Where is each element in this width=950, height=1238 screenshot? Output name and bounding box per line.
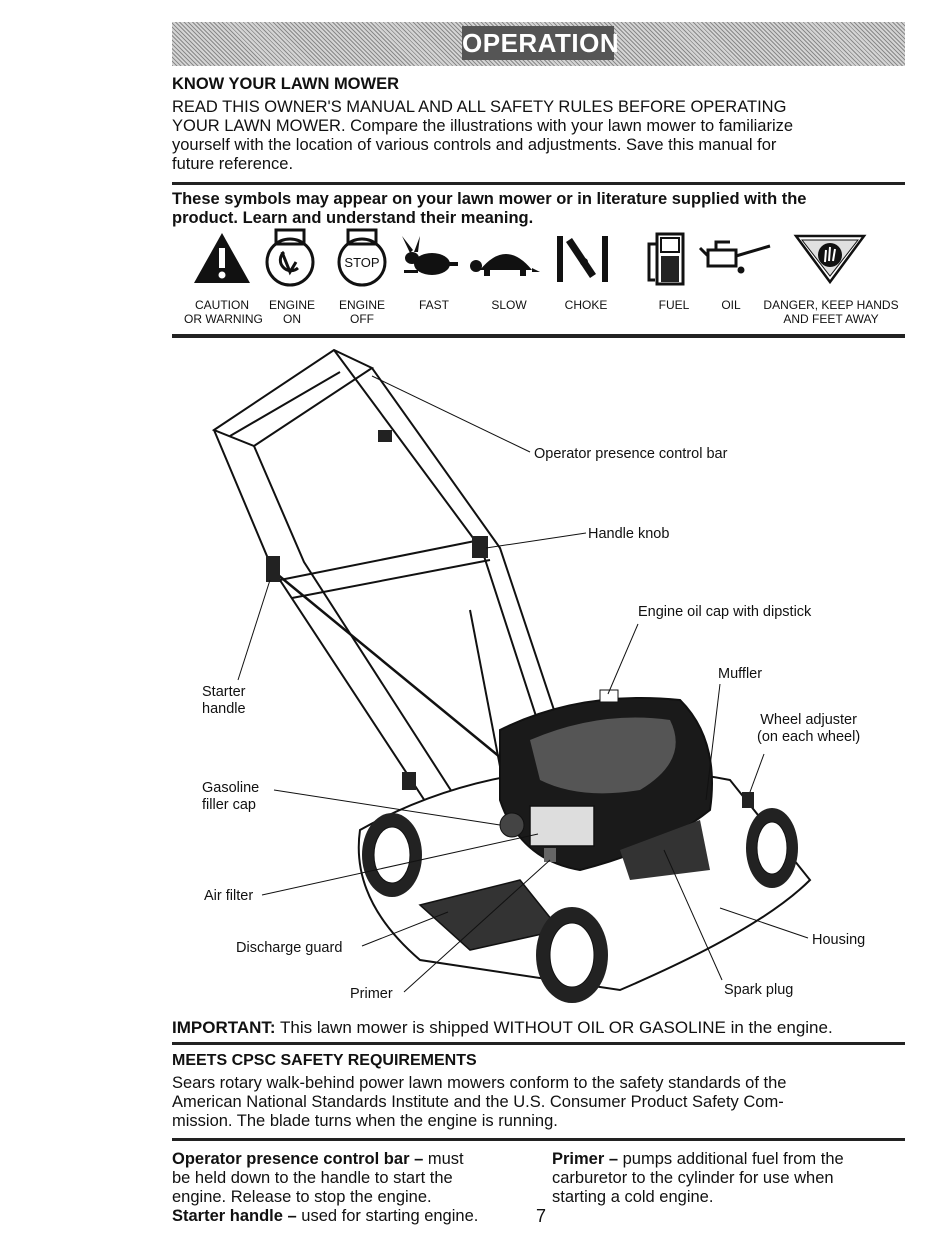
- starter-handle-icon: [266, 556, 280, 582]
- symbol-label-line: ENGINE: [268, 298, 315, 312]
- callout-gas-cap: Gasoline filler cap: [202, 780, 259, 814]
- definition-text: starting a cold engine.: [552, 1188, 714, 1206]
- callout-air-filter: Air filter: [204, 888, 254, 904]
- definition-text: be held down to the handle to start the: [172, 1169, 453, 1187]
- cpsc-heading: MEETS CPSC SAFETY REQUIREMENTS: [172, 1052, 477, 1069]
- symbol-label-line: DANGER, KEEP HANDS: [763, 298, 899, 312]
- symbol-label-fast: FAST: [418, 298, 449, 312]
- cpsc-line: American National Standards Institute an…: [172, 1093, 784, 1111]
- callout-line: Wheel adjuster: [760, 712, 857, 728]
- callout-line: (on each wheel): [757, 729, 861, 745]
- fuel-pump-icon: [647, 232, 685, 286]
- symbol-label-caution: CAUTION OR WARNING: [184, 298, 263, 326]
- starter-term: Starter handle –: [172, 1207, 297, 1225]
- divider: [172, 1042, 905, 1045]
- callout-muffler: Muffler: [718, 666, 763, 682]
- symbol-label-engine-off: ENGINE OFF: [332, 298, 392, 326]
- wheel-adjuster-icon: [402, 772, 416, 790]
- symbol-label-line: AND FEET AWAY: [783, 312, 879, 326]
- callout-line: Starter: [202, 684, 246, 700]
- definition-text: used for starting engine.: [296, 1207, 479, 1225]
- oil-cap-icon: [599, 689, 619, 703]
- symbols-note-line: product. Learn and understand their mean…: [172, 209, 534, 227]
- engine-on-icon: [265, 228, 315, 287]
- definition-text: must: [423, 1150, 464, 1168]
- symbol-label-line: ON: [283, 312, 301, 326]
- page-number: 7: [536, 1206, 547, 1226]
- know-line: READ THIS OWNER'S MANUAL AND ALL SAFETY …: [172, 98, 787, 116]
- callout-discharge-guard: Discharge guard: [236, 940, 343, 956]
- wheel-adjuster-icon: [742, 792, 754, 808]
- important-label: IMPORTANT:: [172, 1018, 276, 1037]
- divider: [172, 334, 905, 338]
- hand-danger-icon: [793, 234, 867, 285]
- know-line: yourself with the location of various co…: [172, 136, 777, 154]
- definition-text: pumps additional fuel from the: [618, 1150, 844, 1168]
- symbol-label-fuel: FUEL: [658, 298, 690, 312]
- wheel-icon: [746, 808, 798, 888]
- know-paragraph: READ THIS OWNER'S MANUAL AND ALL SAFETY …: [172, 98, 907, 174]
- symbol-label-choke: CHOKE: [564, 298, 608, 312]
- air-filter-icon: [529, 805, 595, 847]
- symbol-label-danger: DANGER, KEEP HANDS AND FEET AWAY: [756, 298, 906, 326]
- slow-turtle-icon: [470, 254, 540, 276]
- callout-starter-handle: Starter handle: [202, 684, 246, 718]
- gas-cap-icon: [499, 812, 525, 838]
- know-line: future reference.: [172, 155, 294, 173]
- definition-text: engine. Release to stop the engine.: [172, 1188, 432, 1206]
- handle-knob-icon: [472, 536, 488, 558]
- callout-line: filler cap: [202, 797, 256, 813]
- operation-banner: OPERATION: [172, 22, 905, 66]
- oil-can-icon: [698, 240, 771, 274]
- callout-spark-plug: Spark plug: [724, 982, 794, 998]
- symbol-label-slow: SLOW: [491, 298, 527, 312]
- important-text: This lawn mower is shipped WITHOUT OIL O…: [275, 1018, 833, 1037]
- know-line: YOUR LAWN MOWER. Compare the illustratio…: [172, 117, 794, 135]
- symbol-label-line: ENGINE: [338, 298, 385, 312]
- symbol-label-line: OFF: [350, 312, 374, 326]
- definitions-right: Primer – pumps additional fuel from the …: [552, 1150, 907, 1207]
- callout-operator-bar: Operator presence control bar: [534, 446, 728, 462]
- know-heading: KNOW YOUR LAWN MOWER: [172, 75, 400, 93]
- divider: [172, 182, 905, 185]
- banner-title: OPERATION: [462, 26, 620, 60]
- callout-primer: Primer: [350, 986, 393, 1002]
- symbol-label-engine-on: ENGINE ON: [264, 298, 320, 326]
- muffler-icon: [620, 820, 710, 880]
- symbol-label-line: OR WARNING: [184, 312, 263, 326]
- symbols-note: These symbols may appear on your lawn mo…: [172, 190, 905, 228]
- cpsc-line: Sears rotary walk-behind power lawn mowe…: [172, 1074, 787, 1092]
- wheel-icon: [362, 813, 422, 897]
- divider: [172, 1138, 905, 1141]
- callout-wheel-adjuster: Wheel adjuster (on each wheel): [757, 712, 860, 746]
- symbols-note-line: These symbols may appear on your lawn mo…: [172, 190, 807, 208]
- definitions-left: Operator presence control bar – must be …: [172, 1150, 542, 1226]
- wheel-icon: [536, 907, 608, 1003]
- callout-handle-knob: Handle knob: [588, 526, 670, 542]
- stop-glyph: STOP: [344, 255, 379, 270]
- important-note: IMPORTANT: This lawn mower is shipped WI…: [172, 1018, 833, 1038]
- choke-icon: [557, 236, 608, 282]
- fast-rabbit-icon: [402, 236, 458, 275]
- primer-icon: [544, 848, 556, 862]
- primer-term: Primer –: [552, 1150, 619, 1168]
- operator-term: Operator presence control bar –: [172, 1150, 424, 1168]
- cpsc-paragraph: Sears rotary walk-behind power lawn mowe…: [172, 1074, 907, 1131]
- symbol-label-line: CAUTION: [195, 298, 249, 312]
- engine-off-icon: STOP: [337, 228, 387, 287]
- callout-oil-cap: Engine oil cap with dipstick: [638, 604, 812, 620]
- callout-line: handle: [202, 701, 246, 717]
- symbol-label-oil: OIL: [721, 298, 741, 312]
- callout-housing: Housing: [812, 932, 866, 948]
- callout-line: Gasoline: [202, 780, 260, 796]
- cpsc-line: mission. The blade turns when the engine…: [172, 1112, 558, 1130]
- definition-text: carburetor to the cylinder for use when: [552, 1169, 834, 1187]
- caution-warning-icon: [194, 233, 250, 283]
